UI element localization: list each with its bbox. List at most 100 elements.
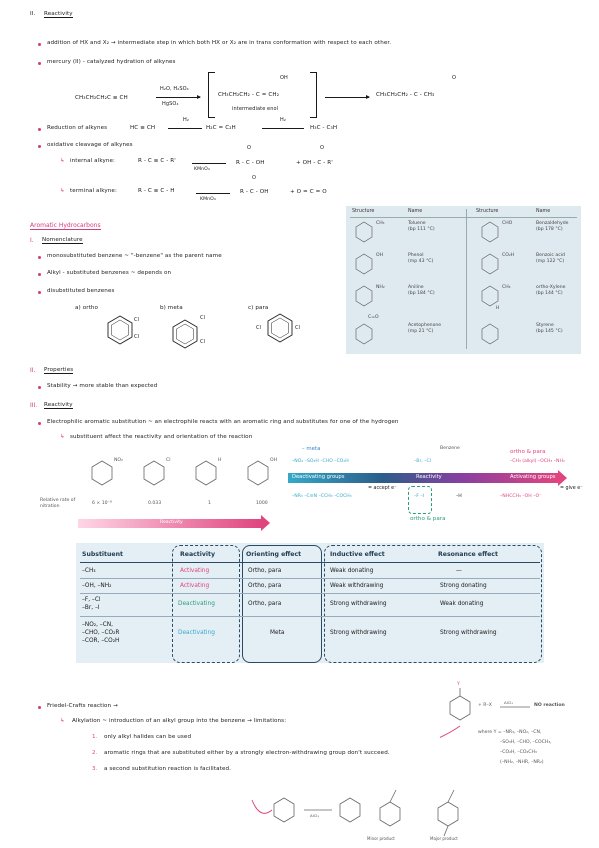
col-header: Inductive effect [330,551,385,558]
reduction-alkane: H₃C - C₃H [310,125,338,131]
halogen-highlight [408,486,432,514]
aromatic-heading: Aromatic Hydrocarbons [30,222,101,230]
roman-numeral: III. [30,402,38,409]
compound-bp: (mp 122 °C) [536,259,565,264]
oxidant: KMnO₄ [194,167,210,172]
terminal-product-2: + O = C = O [290,189,327,195]
rate-value: 6 × 10⁻⁸ [92,501,112,506]
where-y-2: –SO₃H, –CHO, –COCH₃, [500,740,552,745]
meta-label: b) meta [160,305,183,311]
group: CH₃ [376,221,385,226]
resonance-value: Weak donating [440,601,484,607]
col-header: Reactivity [180,551,216,558]
para-benzene [267,313,293,343]
deactivating-groups-bottom: –NR₃ –C≡N –CCH₃ –COCH₃ [292,494,352,499]
deactivating-label: Deactivating groups [292,474,345,480]
terminal-product-1: R - C - OH [240,189,269,195]
hydration-reactant: CH₃CH₂CH₂C ≡ CH [75,95,128,101]
ortho-cl-1: Cl [134,317,140,323]
where-y: where Y = –NR₃, –NO₂, –CN, [478,730,542,735]
fc-catalyst-2: AlCl₃ [310,813,319,818]
reaction-arrow [262,128,304,129]
nomenclature-2: Alkyl - substituted benzenes ~ depends o… [47,270,172,276]
nitration-group: OH [270,458,278,463]
halogen-groups-top: –Br, –Cl [414,459,432,464]
compound-name: Styrene [536,323,554,328]
reaction-arrow [325,97,369,98]
rate-value: 0.033 [148,501,162,506]
major-product: Major product [430,836,458,841]
where-y-3: –CO₂H, –CO₂CH₃ [500,750,537,755]
row-divider [80,578,540,579]
bullet [38,128,41,131]
rate-value: 1000 [256,501,268,506]
internal-alkyne-label: internal alkyne: [70,158,116,164]
list-number: 2. [92,750,98,756]
no-reaction: NO reaction [534,703,565,708]
bullet [38,706,41,709]
bullet [38,422,41,425]
group: H [496,306,500,311]
meta-annotation: – meta [302,446,321,452]
fc-no-reaction-diagram [440,688,530,738]
rate-label: Relative rate of nitration [40,498,76,509]
oxidant-2: KMnO₄ [200,197,216,202]
ortho-cl-2: Cl [134,334,140,340]
effects-column-frame [324,545,542,663]
enol-label: intermediate enol [232,106,279,112]
where-y-4: (–NH₂, –NHR, –NR₂) [500,760,544,765]
stability-note: Stability → more stable than expected [47,383,158,389]
arrow-head [197,95,201,99]
alkylation-note: Alkylation ~ introduction of an alkyl gr… [72,718,287,724]
group: CHO [502,221,513,226]
meta-cl-2: Cl [200,339,206,345]
reduction-title: Reduction of alkynes [47,125,108,131]
col-header: Structure [352,209,375,214]
reactivity-value: Deactivating [178,630,215,636]
inductive-value: Strong withdrawing [330,630,387,636]
group: CH₃ [502,285,511,290]
compound-name: Aniline [408,285,424,290]
reduction-alkene: H₂C = C₂H [206,125,236,131]
substituent: –CHO, –CO₂R [82,630,120,636]
para-label: c) para [248,305,269,311]
activating-groups-bottom: –NHCCH₃ –OH –O⁻ [500,494,542,499]
col-header: Structure [476,209,499,214]
meta-benzene [172,319,198,349]
hydration-title: mercury (II) - catalyzed hydration of al… [47,59,176,65]
internal-product-2: + OH - C - R' [296,160,333,166]
ortho-benzene [107,315,133,345]
nomenclature-title: Nomenclature [42,237,83,244]
fc-title: Friedel-Crafts reaction → [47,703,118,709]
compound-name: Benzoic acid [536,253,565,258]
oxidative-title: oxidative cleavage of alkynes [47,142,133,148]
terminal-alkyne-label: terminal alkyne: [70,188,117,194]
activating-groups-top: –CH₃ (alkyl) –OCH₃ –NH₂ [510,459,565,464]
para-cl-1: Cl [256,325,262,331]
para-cl-2: Cl [295,325,301,331]
ketone-o: O [452,75,457,81]
group: CO₂H [502,253,515,258]
resonance-value: Strong withdrawing [440,630,497,636]
compound-bp: (mp 21 °C) [408,329,434,334]
reactivity-arrow-bar [78,519,261,528]
compound-bp: (bp 145 °C) [536,329,563,334]
orienting-value: Ortho, para [248,601,282,607]
inductive-value: Weak withdrawing [330,583,384,589]
fc-catalyst: AlCl₃ [504,700,513,705]
col-header: Substituent [82,551,123,558]
substituent: –Br, –I [82,605,100,611]
compound-bp: (bp 178 °C) [536,227,563,232]
substituent: –CH₃ [82,568,96,574]
resonance-value: Strong donating [440,583,487,589]
meta-cl-1: Cl [200,315,206,321]
reaction-arrow [156,97,200,98]
col-header: Orienting effect [246,551,302,558]
activating-label: Activating groups [510,474,556,480]
compound-name: Toluene [408,221,426,226]
limitation-1: only alkyl halides can be used [104,734,192,740]
compound-name: ortho-Xylene [536,285,566,290]
orienting-value: Ortho, para [248,583,282,589]
bullet [38,386,41,389]
y-substituent: Y [457,682,460,687]
